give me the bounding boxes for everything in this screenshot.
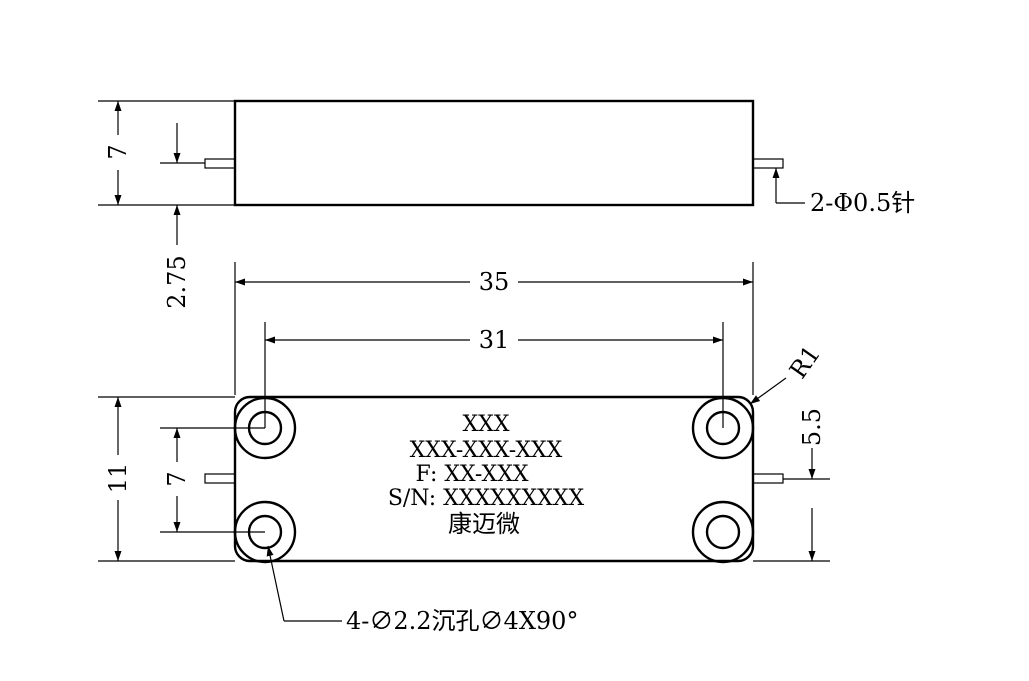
pin-spec-text: 2-Φ0.5针 bbox=[810, 189, 915, 217]
dimension-pin-offset: 2.75 bbox=[163, 123, 191, 309]
plan-view: XXX XXX-XXX-XXX F: XX-XXX S/N: XXXXXXXXX… bbox=[98, 395, 830, 564]
dimension-total-length: 35 bbox=[234, 262, 754, 395]
label-line-5: 康迈微 bbox=[448, 510, 520, 538]
dimension-text: 11 bbox=[104, 463, 132, 494]
dimension-text: 7 bbox=[104, 144, 132, 159]
dimension-text: 5.5 bbox=[798, 408, 826, 446]
dimension-hole-vertical-spacing: 7 bbox=[163, 428, 191, 532]
label-line-3: F: XX-XXX bbox=[415, 462, 528, 487]
corner-radius-callout: R1 bbox=[749, 340, 826, 405]
pin-callout: 2-Φ0.5针 bbox=[772, 168, 915, 217]
side-view-body bbox=[233, 99, 755, 207]
label-line-1: XXX bbox=[463, 412, 510, 437]
side-view bbox=[98, 99, 784, 207]
dimension-text: 2.75 bbox=[163, 255, 191, 308]
hole-top-right bbox=[691, 396, 755, 460]
radius-text: R1 bbox=[784, 340, 826, 383]
left-pin bbox=[204, 473, 236, 484]
hole-spec-text: 4-∅2.2沉孔∅4X90° bbox=[346, 607, 578, 635]
right-pin bbox=[752, 473, 784, 484]
label-line-2: XXX-XXX-XXX bbox=[410, 438, 563, 463]
dimension-total-width: 11 bbox=[104, 397, 132, 561]
right-pin bbox=[752, 158, 784, 169]
dimension-text: 31 bbox=[479, 326, 510, 354]
left-pin bbox=[204, 158, 236, 169]
dimension-hole-spacing: 31 bbox=[264, 322, 724, 428]
dimension-half-width: 5.5 bbox=[798, 408, 826, 561]
label-line-4: S/N: XXXXXXXXX bbox=[388, 486, 585, 511]
dimension-top-height: 7 bbox=[104, 101, 132, 205]
hole-bottom-right bbox=[691, 500, 755, 564]
dimension-text: 7 bbox=[163, 471, 191, 486]
product-label: XXX XXX-XXX-XXX F: XX-XXX S/N: XXXXXXXXX… bbox=[388, 412, 585, 538]
dimension-text: 35 bbox=[479, 268, 510, 296]
hole-callout: 4-∅2.2沉孔∅4X90° bbox=[266, 545, 578, 635]
